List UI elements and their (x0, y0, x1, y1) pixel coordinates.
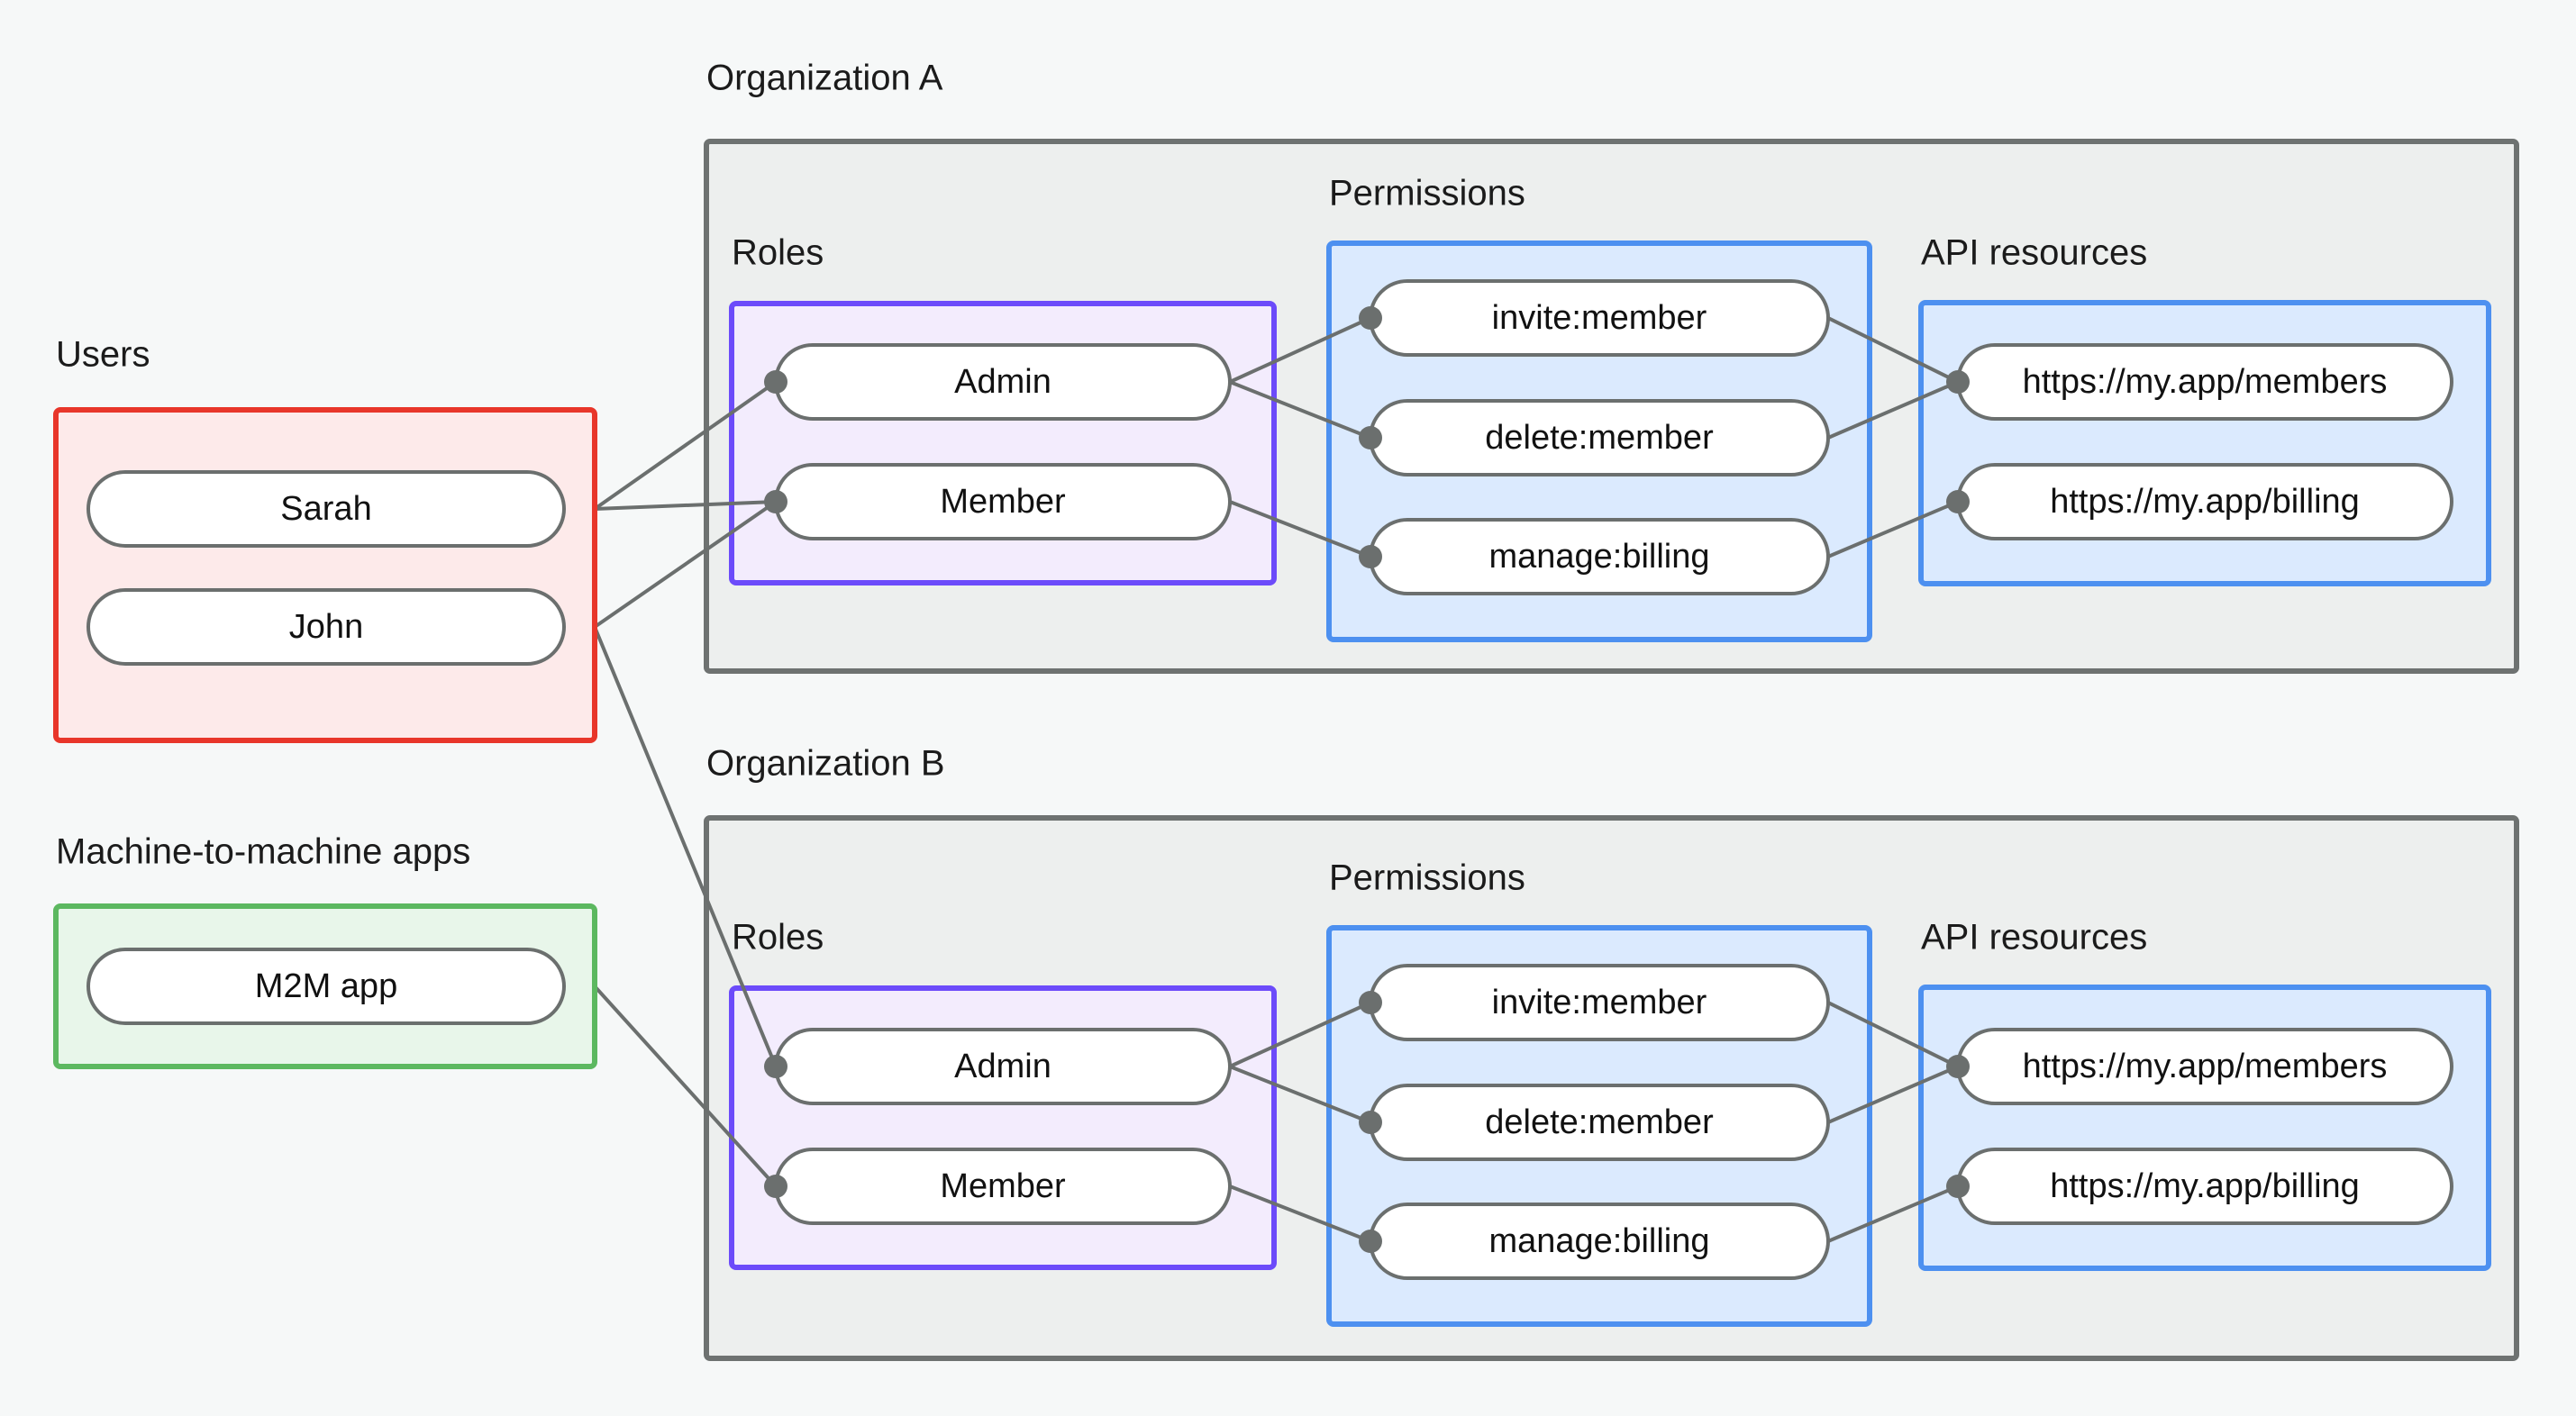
edge-endpoints (764, 306, 1970, 1253)
endpoint-org-a-invite-in (1359, 306, 1382, 330)
connection-edges (593, 316, 1959, 1243)
edge-org-b-admin-to-invite (1229, 1001, 1371, 1068)
user-sarah-label: Sarah (280, 490, 371, 528)
organization-a-title: Organization A (706, 59, 943, 98)
org-b-api-title: API resources (1921, 918, 2147, 958)
org-b-roles-title: Roles (732, 918, 824, 958)
endpoint-org-b-billing-in (1359, 1230, 1382, 1253)
m2m-app-node[interactable] (86, 948, 566, 1025)
edge-org-b-billing-to-billing-url (1827, 1185, 1959, 1243)
org-a-role-member-label: Member (940, 483, 1066, 521)
org-a-permission-invite-label: invite:member (1492, 299, 1707, 337)
user-john-label: John (289, 608, 363, 646)
edge-org-b-member-to-billing (1229, 1185, 1371, 1243)
org-a-api-billing-label: https://my.app/billing (2050, 483, 2360, 521)
edge-org-a-invite-to-members (1827, 316, 1959, 384)
endpoint-org-b-delete-in (1359, 1111, 1382, 1134)
endpoint-org-a-admin-in (764, 370, 787, 394)
org-a-api-title: API resources (1921, 233, 2147, 273)
user-sarah[interactable] (86, 470, 566, 548)
endpoint-org-a-billing-url-in (1946, 490, 1970, 513)
endpoint-org-b-members-in (1946, 1055, 1970, 1078)
org-b-role-member-label: Member (940, 1167, 1066, 1205)
organization-b-group: Organization B Roles Admin Member Permis… (704, 744, 2519, 1361)
edge-org-b-delete-to-members (1827, 1065, 1959, 1124)
organization-a-group: Organization A Roles Admin Member Permis… (704, 59, 2519, 674)
endpoint-org-b-invite-in (1359, 991, 1382, 1014)
edge-org-a-admin-to-invite (1229, 316, 1371, 384)
user-john[interactable] (86, 588, 566, 666)
org-b-api-members-label: https://my.app/members (2023, 1048, 2388, 1085)
endpoint-org-a-member-in (764, 490, 787, 513)
org-b-permission-delete-label: delete:member (1485, 1103, 1714, 1141)
edge-m2m-to-org-b-member (593, 985, 778, 1188)
endpoint-org-b-member-in (764, 1175, 787, 1198)
org-a-roles-title: Roles (732, 233, 824, 273)
endpoint-org-a-delete-in (1359, 426, 1382, 449)
edge-org-a-member-to-billing (1229, 500, 1371, 558)
endpoint-org-a-billing-in (1359, 545, 1382, 568)
machine-apps-title: Machine-to-machine apps (56, 832, 470, 872)
edge-org-b-invite-to-members (1827, 1001, 1959, 1068)
users-title: Users (56, 335, 150, 375)
endpoint-org-b-billing-url-in (1946, 1175, 1970, 1198)
edge-org-b-admin-to-delete (1229, 1065, 1371, 1124)
edge-sarah-to-org-a-member (594, 500, 777, 511)
edge-john-to-org-a-member (593, 500, 778, 629)
org-a-permissions-title: Permissions (1329, 174, 1525, 213)
org-b-api-billing-label: https://my.app/billing (2050, 1167, 2360, 1205)
org-b-permissions-title: Permissions (1329, 858, 1525, 898)
m2m-app-label: M2M app (255, 967, 397, 1005)
users-group: Users Sarah John (53, 335, 597, 743)
org-b-permission-billing-label: manage:billing (1488, 1222, 1709, 1260)
org-a-role-admin-label: Admin (954, 363, 1051, 401)
endpoint-org-a-members-in (1946, 370, 1970, 394)
machine-apps-group: Machine-to-machine apps M2M app (53, 832, 597, 1069)
org-b-role-admin-label: Admin (954, 1048, 1051, 1085)
org-a-permission-billing-label: manage:billing (1488, 538, 1709, 576)
endpoint-org-b-admin-in (764, 1055, 787, 1078)
edge-john-to-org-b-admin (593, 626, 778, 1067)
users-box (53, 407, 597, 743)
edge-org-a-billing-to-billing-url (1827, 500, 1959, 558)
org-a-api-members-label: https://my.app/members (2023, 363, 2388, 401)
org-a-permission-delete-label: delete:member (1485, 419, 1714, 457)
edge-sarah-to-org-a-admin (593, 380, 778, 511)
edge-org-a-delete-to-members (1827, 380, 1959, 440)
org-b-permission-invite-label: invite:member (1492, 984, 1707, 1021)
organization-b-title: Organization B (706, 744, 945, 784)
edge-org-a-admin-to-delete (1229, 380, 1371, 440)
